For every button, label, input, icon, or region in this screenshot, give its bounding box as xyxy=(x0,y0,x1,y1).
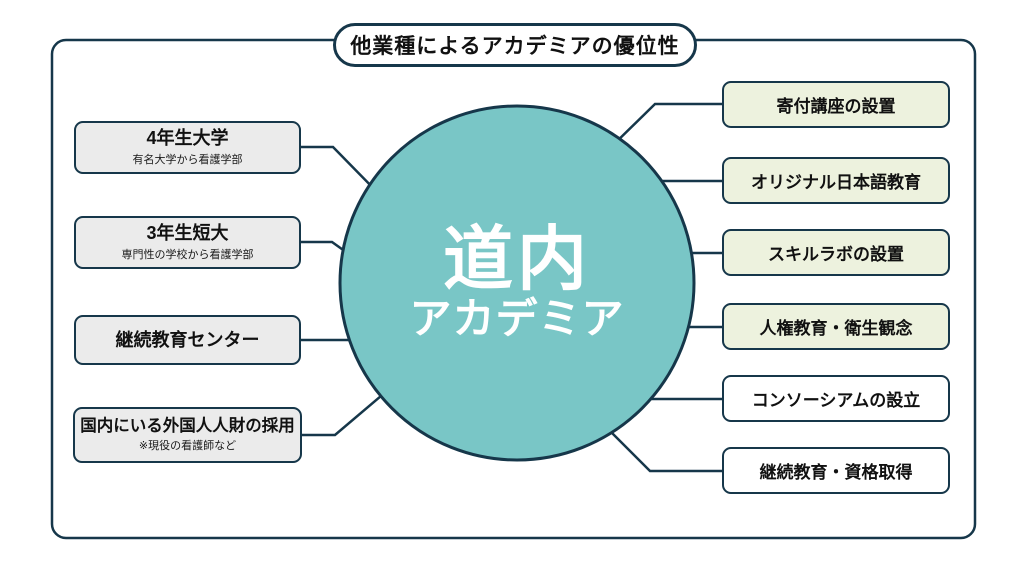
left-box-label: 3年生短大 xyxy=(146,223,229,244)
central-circle xyxy=(338,104,696,462)
left-box-3year-college: 3年生短大 専門性の学校から看護学部 xyxy=(74,216,301,269)
right-box-label: コンソーシアムの設立 xyxy=(751,391,921,410)
left-box-foreign-talent-hiring: 国内にいる外国人人財の採用 ※現役の看護師など xyxy=(73,407,302,463)
connector-left-1 xyxy=(300,145,381,196)
right-box-human-rights-hygiene: 人権教育・衛生観念 xyxy=(722,303,950,350)
connector-right-6 xyxy=(602,423,722,473)
right-box-label: 寄付講座の設置 xyxy=(776,97,896,116)
right-box-label: スキルラボの設置 xyxy=(768,245,904,264)
right-box-endowed-course: 寄付講座の設置 xyxy=(722,81,950,128)
connector-left-4 xyxy=(302,389,389,437)
left-box-sublabel: 有名大学から看護学部 xyxy=(132,153,243,166)
diagram-title: 他業種によるアカデミアの優位性 xyxy=(333,23,697,67)
left-box-continuing-education-center: 継続教育センター xyxy=(74,315,301,365)
diagram-title-label: 他業種によるアカデミアの優位性 xyxy=(350,35,680,58)
right-box-label: 継続教育・資格取得 xyxy=(759,463,913,482)
left-box-label: 国内にいる外国人人財の採用 xyxy=(80,416,295,435)
left-box-4year-university: 4年生大学 有名大学から看護学部 xyxy=(74,121,301,174)
right-box-label: オリジナル日本語教育 xyxy=(751,173,921,192)
right-box-skill-lab: スキルラボの設置 xyxy=(722,229,950,276)
right-box-original-japanese-education: オリジナル日本語教育 xyxy=(722,157,950,204)
left-box-label: 継続教育センター xyxy=(115,329,260,350)
right-box-continuing-education-qualification: 継続教育・資格取得 xyxy=(722,447,950,494)
left-box-sublabel: 専門性の学校から看護学部 xyxy=(121,248,254,261)
right-box-label: 人権教育・衛生観念 xyxy=(759,319,913,338)
left-box-sublabel: ※現役の看護師など xyxy=(138,440,237,453)
left-box-label: 4年生大学 xyxy=(146,128,229,149)
right-box-consortium: コンソーシアムの設立 xyxy=(722,375,950,422)
connector-right-1 xyxy=(607,102,722,151)
